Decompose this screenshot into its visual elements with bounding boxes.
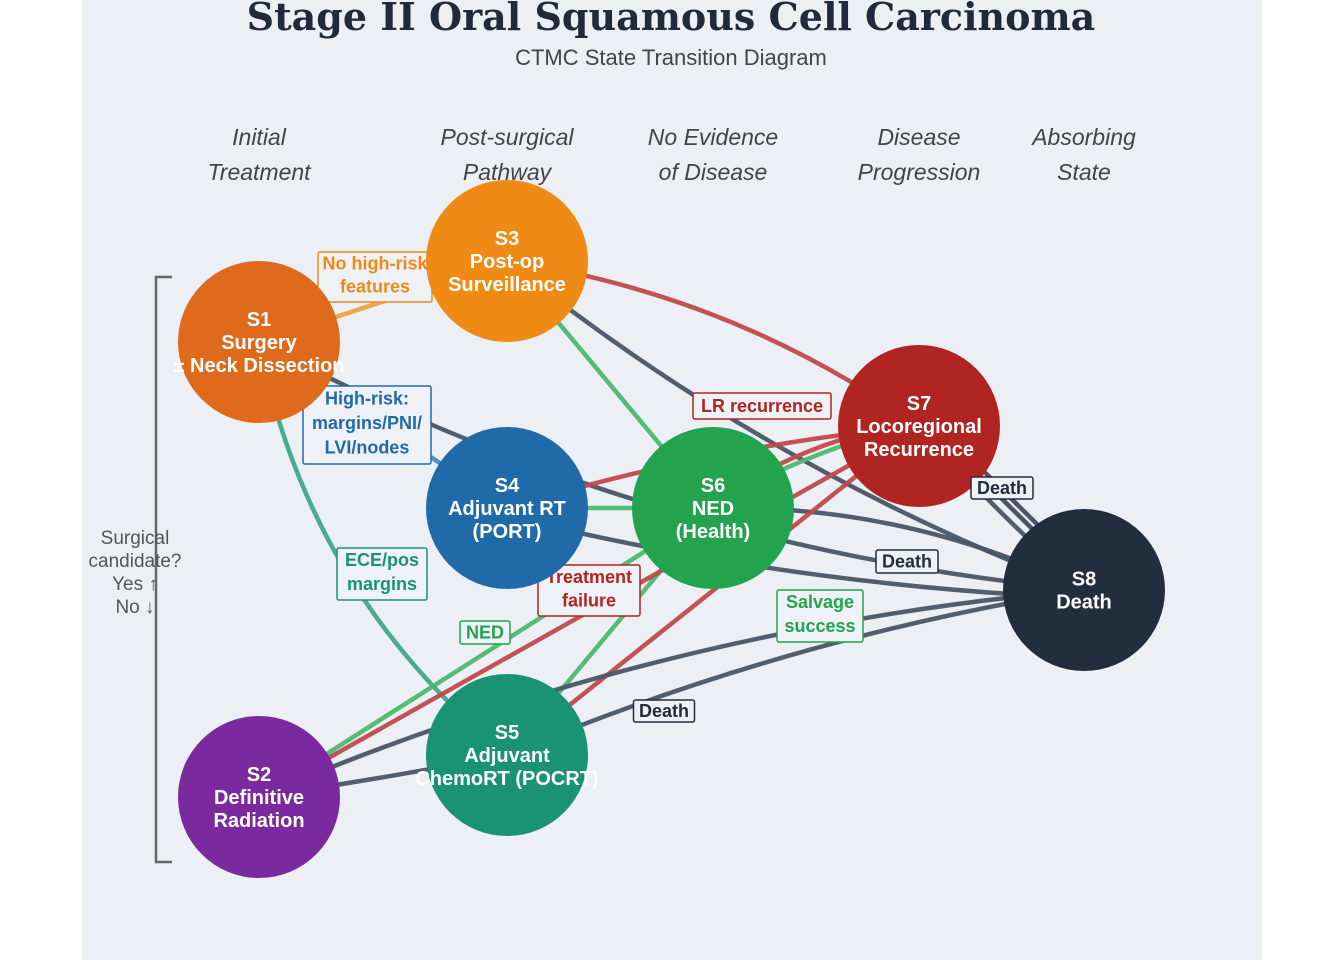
edge-label-text: NED [466,623,504,643]
edge-label: Death [875,549,939,574]
edge-label-text: Death [639,701,689,721]
edge-label: NED [459,620,511,645]
edge-label-text: Treatment [546,567,632,587]
state-node-label: ± Neck Dissection [173,355,344,377]
column-header: Initial [232,124,287,150]
state-node-label: Death [1056,592,1112,614]
state-node-label: Adjuvant [464,745,550,767]
column-header: Progression [858,159,981,185]
edge-label-text: Salvage [786,592,854,612]
edge-label: Salvage success [776,589,864,643]
edge-label-text: Death [882,552,932,572]
column-header: Post-surgical [441,124,575,150]
edge-label-text: LVI/nodes [325,438,410,458]
state-node-label: (PORT) [473,521,542,543]
state-node-label: Radiation [213,810,304,832]
edge-label-text: failure [562,590,616,610]
state-node-label: Post-op [470,251,544,273]
surgical-candidate-bracket [154,275,172,864]
state-node-label: S1 [247,309,271,331]
state-node-label: S7 [907,393,931,415]
state-node-label: Recurrence [864,439,974,461]
edge-label: High-risk: margins/PNI/LVI/nodes [302,385,432,465]
state-node-label: Surgery [221,332,297,354]
edge-label-text: margins [347,574,417,594]
edge-label: LR recurrence [692,392,832,420]
edge-label-text: LR recurrence [701,396,823,416]
surgical-candidate-note: Yes ↑ [112,574,158,595]
edge-S5-S8 [506,587,1085,758]
state-node-label: Locoregional [856,416,982,438]
edge-label: Treatment failure [537,564,641,617]
column-header: of Disease [659,159,768,185]
edge-label-text: features [340,277,410,297]
edge-label: Death [632,699,696,723]
edge-label-text: Death [977,478,1027,498]
edge-label-text: High-risk: [325,388,409,408]
surgical-candidate-note: Surgical [101,528,170,549]
column-header: Absorbing [1030,124,1136,150]
state-node-label: S2 [247,764,271,786]
column-header: State [1057,159,1111,185]
state-node-label: (Health) [676,521,750,543]
state-node-label: Surveillance [448,274,566,296]
edge-S2-S8 [258,587,1085,800]
diagram-subtitle: CTMC State Transition Diagram [515,45,827,70]
edge-label-text: No high-risk [322,254,428,274]
edge-label-text: success [784,616,855,636]
state-node-label: S5 [495,722,519,744]
state-node-label: S8 [1072,569,1096,591]
edge-label: Death [970,476,1034,500]
state-node-label: S4 [495,475,520,497]
column-header: No Evidence [648,124,778,150]
diagram-title: Stage II Oral Squamous Cell Carcinoma [247,0,1096,39]
column-header: Treatment [207,159,312,185]
edge-label-text: margins/PNI/ [312,413,422,433]
surgical-candidate-note: candidate? [89,551,182,572]
state-node-label: S3 [495,228,519,250]
edge-label: No high-risk features [317,251,433,303]
edge-label: ECE/pos margins [336,547,428,601]
column-header: Disease [877,124,960,150]
edge-label-text: ECE/pos [345,550,419,570]
state-node-label: S6 [701,475,725,497]
state-node-label: NED [692,498,734,520]
edge-S4-S8 [505,513,1083,601]
state-node-label: ChemoRT (POCRT) [415,768,598,790]
state-node-label: Adjuvant RT [448,498,566,520]
surgical-candidate-note: No ↓ [115,597,154,618]
state-node-label: Definitive [214,787,304,809]
